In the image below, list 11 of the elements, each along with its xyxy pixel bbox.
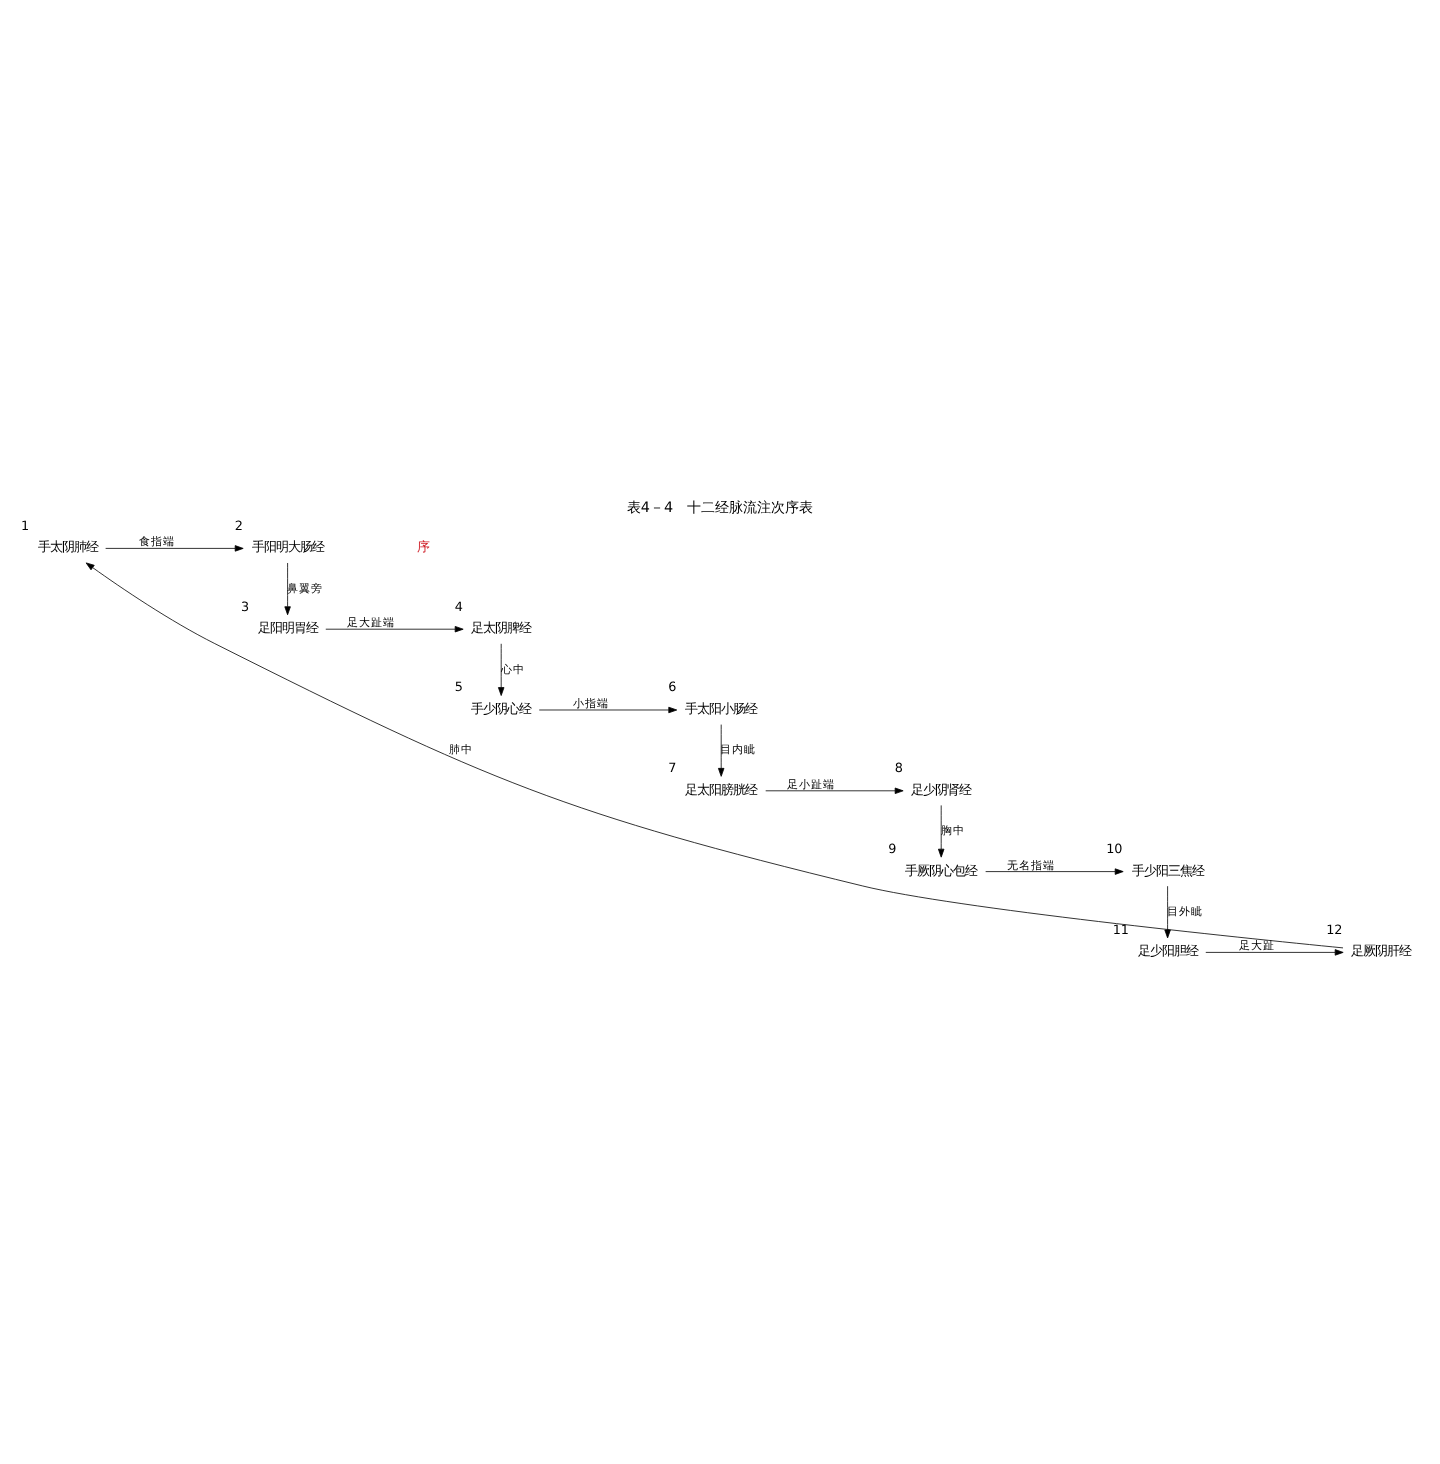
arrow [325, 626, 464, 633]
arrow [985, 868, 1124, 875]
arrow [765, 787, 904, 794]
arrow [1164, 885, 1171, 939]
arrow [284, 562, 291, 616]
arrow [85, 562, 1344, 949]
arrow [1205, 949, 1344, 956]
arrow [938, 805, 945, 858]
arrow [498, 643, 505, 696]
arrow [105, 545, 244, 552]
arrow [538, 706, 678, 714]
